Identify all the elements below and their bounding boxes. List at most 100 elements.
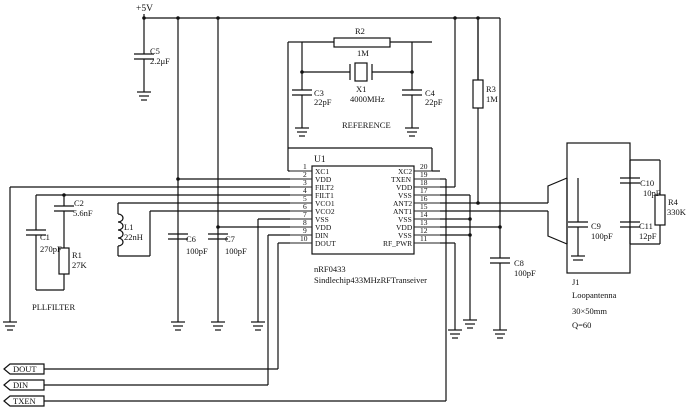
svg-text:VSS: VSS <box>315 215 329 224</box>
svg-text:RF_PWR: RF_PWR <box>383 239 412 248</box>
loop-antenna-j1: C9 100pF C10 10pF C11 12pF R4 330K J1 Lo… <box>547 142 687 330</box>
port-dout-label: DOUT <box>13 364 37 374</box>
svg-text:3: 3 <box>303 178 307 187</box>
l1-value: 22nH <box>124 232 143 242</box>
svg-text:6: 6 <box>303 202 307 211</box>
resistor-r3: R3 1M <box>472 18 498 205</box>
c9-value: 100pF <box>591 231 613 241</box>
r3-value: 1M <box>486 94 498 104</box>
j1-q: Q=60 <box>572 320 591 330</box>
port-dout[interactable]: DOUT <box>3 363 278 375</box>
port-txen[interactable]: TXEN <box>3 395 446 407</box>
c5-value: 2.2μF <box>150 56 170 66</box>
c6-ref: C6 <box>186 234 196 244</box>
j1-ref: J1 <box>572 277 580 287</box>
svg-text:VSS: VSS <box>398 191 412 200</box>
svg-text:1: 1 <box>303 162 307 171</box>
ic-part: nRF0433 <box>314 264 346 274</box>
pll-filter: C2 5.6nF R1 27K C1 270pF PLLFILTER <box>3 187 93 331</box>
svg-text:17: 17 <box>420 186 428 195</box>
r4-ref: R4 <box>668 197 679 207</box>
svg-text:VDD: VDD <box>315 175 332 184</box>
resistor-r3-body <box>472 79 484 109</box>
supply-label: +5V <box>136 4 153 14</box>
c5-ref: C5 <box>150 46 160 56</box>
svg-text:XC2: XC2 <box>398 167 412 176</box>
svg-text:10: 10 <box>300 234 308 243</box>
ic-u1-body <box>311 165 415 255</box>
capacitor-c8: C8 100pF <box>490 257 536 339</box>
loop-antenna-body <box>566 142 631 274</box>
svg-text:VCO2: VCO2 <box>315 207 335 216</box>
svg-text:VCO1: VCO1 <box>315 199 335 208</box>
c4-ref: C4 <box>425 88 436 98</box>
r1-ref: R1 <box>72 250 82 260</box>
port-din[interactable]: DIN <box>3 379 268 391</box>
svg-text:5: 5 <box>303 194 307 203</box>
svg-text:20: 20 <box>420 162 428 171</box>
svg-text:7: 7 <box>303 210 307 219</box>
ic-designator: U1 <box>314 155 326 165</box>
c8-value: 100pF <box>514 268 536 278</box>
reference-label: REFERENCE <box>342 120 391 130</box>
c1-ref: C1 <box>40 232 50 242</box>
r2-value: 1M <box>357 48 369 58</box>
r2-ref: R2 <box>355 26 365 36</box>
j1-name: Loopantenna <box>572 290 617 300</box>
svg-text:12: 12 <box>420 226 428 235</box>
ic-description: Sindlechip433MHzRFTranseiver <box>314 275 427 285</box>
c9-ref: C9 <box>591 221 601 231</box>
x1-value: 4000MHz <box>350 94 385 104</box>
svg-text:TXEN: TXEN <box>391 175 412 184</box>
c2-value: 5.6nF <box>73 208 93 218</box>
supply-rail: +5V <box>136 4 500 20</box>
svg-text:ANT2: ANT2 <box>393 199 412 208</box>
c11-ref: C11 <box>639 221 653 231</box>
c7-ref: C7 <box>225 234 235 244</box>
svg-text:11: 11 <box>420 234 427 243</box>
c6-value: 100pF <box>186 246 208 256</box>
r3-ref: R3 <box>486 84 496 94</box>
svg-text:VDD: VDD <box>315 223 332 232</box>
capacitor-c7: C7 100pF <box>208 233 247 331</box>
svg-text:4: 4 <box>303 186 307 195</box>
l1-ref: L1 <box>124 222 133 232</box>
right-wiring <box>432 18 548 401</box>
svg-text:XC1: XC1 <box>315 167 329 176</box>
svg-text:VDD: VDD <box>396 183 413 192</box>
svg-text:14: 14 <box>420 210 428 219</box>
c4-value: 22pF <box>425 97 443 107</box>
capacitor-c5: C5 2.2μF <box>134 18 170 101</box>
x1-ref: X1 <box>356 84 366 94</box>
svg-text:DOUT: DOUT <box>315 239 336 248</box>
c1-value: 270pF <box>40 244 62 254</box>
svg-text:18: 18 <box>420 178 428 187</box>
svg-text:VSS: VSS <box>398 215 412 224</box>
svg-text:VDD: VDD <box>396 223 413 232</box>
j1-size: 30×50mm <box>572 306 607 316</box>
svg-text:19: 19 <box>420 170 428 179</box>
svg-text:9: 9 <box>303 226 307 235</box>
svg-text:16: 16 <box>420 194 428 203</box>
